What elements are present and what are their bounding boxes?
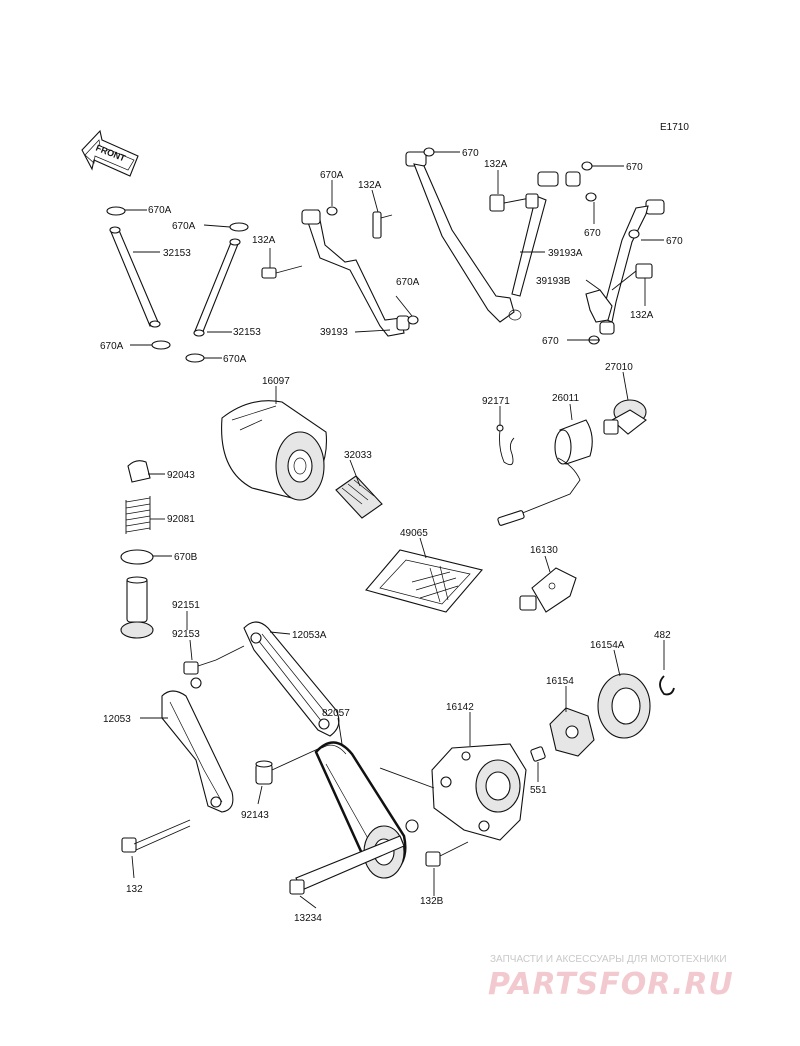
spring-92081: [125, 496, 151, 534]
front-arrow-icon: [81, 129, 139, 177]
callout-label: 670A: [223, 354, 247, 365]
oil-pipe-39193b: [585, 199, 665, 345]
relief-valve-92151: [120, 576, 154, 639]
callout-label: 670: [584, 228, 601, 239]
drive-spring-32033: [335, 475, 383, 519]
callout-label: 670: [462, 148, 479, 159]
callout-label: 132A: [358, 180, 382, 191]
callout-label: 670A: [148, 205, 172, 216]
callout-label: 482: [654, 630, 671, 641]
callout-label: 12053: [103, 714, 131, 725]
diagram-code: E1710: [660, 122, 689, 133]
wire-clamp-92171: [496, 424, 515, 466]
bolt-132a-left: [372, 211, 393, 239]
callout-label: 92171: [482, 396, 510, 407]
bolt-132b: [425, 841, 469, 867]
oil-pipe-left: [106, 206, 171, 350]
callout-label: 13234: [294, 913, 322, 924]
callout-label: 92153: [172, 629, 200, 640]
oil-pump-body-16142: [431, 743, 527, 841]
callout-label: 16097: [262, 376, 290, 387]
callout-label: 12053A: [292, 630, 327, 641]
callout-label: 670: [666, 236, 683, 247]
callout-label: 39193A: [548, 248, 583, 259]
valve-cap-92043: [127, 460, 151, 483]
callout-label: 32153: [233, 327, 261, 338]
oil-passage-plug-16130: [519, 567, 577, 613]
callout-label: 32033: [344, 450, 372, 461]
inner-rotor-16154: [549, 707, 595, 757]
watermark-logo: PARTSFOR.RU: [488, 967, 734, 1002]
pump-shaft-13234: [289, 819, 419, 895]
oil-pipe-39193a: [405, 147, 597, 323]
callout-label: 16130: [530, 545, 558, 556]
chain-guide-12053a: [243, 621, 340, 737]
oil-screen-49065: [365, 549, 484, 613]
callout-label: 27010: [605, 362, 633, 373]
callout-label: 670A: [100, 341, 124, 352]
callout-label: 16154: [546, 676, 574, 687]
callout-label: 670A: [396, 277, 420, 288]
callout-label: 670: [542, 336, 559, 347]
callout-label: 551: [530, 785, 547, 796]
callout-label: 670A: [172, 221, 196, 232]
callout-label: 92143: [241, 810, 269, 821]
leader-lines: [125, 151, 665, 909]
callout-label: 49065: [400, 528, 428, 539]
callout-label: 92151: [172, 600, 200, 611]
o-ring-670b: [120, 549, 154, 565]
oil-pressure-switch-26011: [497, 419, 593, 526]
chain-guide-12053: [161, 690, 234, 813]
callout-label: 132A: [484, 159, 508, 170]
callout-label: 132A: [252, 235, 276, 246]
callout-label: 16154A: [590, 640, 625, 651]
callout-label: 32153: [163, 248, 191, 259]
collar-92143: [255, 760, 273, 785]
bolt-132: [121, 819, 191, 853]
callout-label: 670B: [174, 552, 198, 563]
callout-label: 132: [126, 884, 143, 895]
callout-label: 82057: [322, 708, 350, 719]
callout-label: 39193: [320, 327, 348, 338]
callout-label: 39193B: [536, 276, 571, 287]
callout-label: 92081: [167, 514, 195, 525]
oil-pressure-switch-27010: [603, 399, 647, 435]
callout-label: 26011: [552, 393, 580, 404]
pin-551: [530, 746, 546, 762]
callout-labels: 670A 32153 670A 32153 670A 670A 132A 670…: [100, 148, 683, 924]
oil-pipe-39193: [261, 206, 419, 337]
callout-label: 92043: [167, 470, 195, 481]
callout-label: 132A: [630, 310, 654, 321]
callout-label: 16142: [446, 702, 474, 713]
outer-rotor-16154a: [597, 673, 651, 739]
callout-label: 670: [626, 162, 643, 173]
callout-label: 670A: [320, 170, 344, 181]
watermark-tagline: ЗАПЧАСТИ И АКСЕССУАРЫ ДЛЯ МОТОТЕХНИКИ: [490, 954, 727, 965]
bolt-92153: [183, 659, 217, 689]
circlip-482: [659, 675, 675, 696]
oil-pipe-right: [185, 222, 249, 363]
oil-filter: [221, 400, 328, 501]
callout-label: 132B: [420, 896, 444, 907]
